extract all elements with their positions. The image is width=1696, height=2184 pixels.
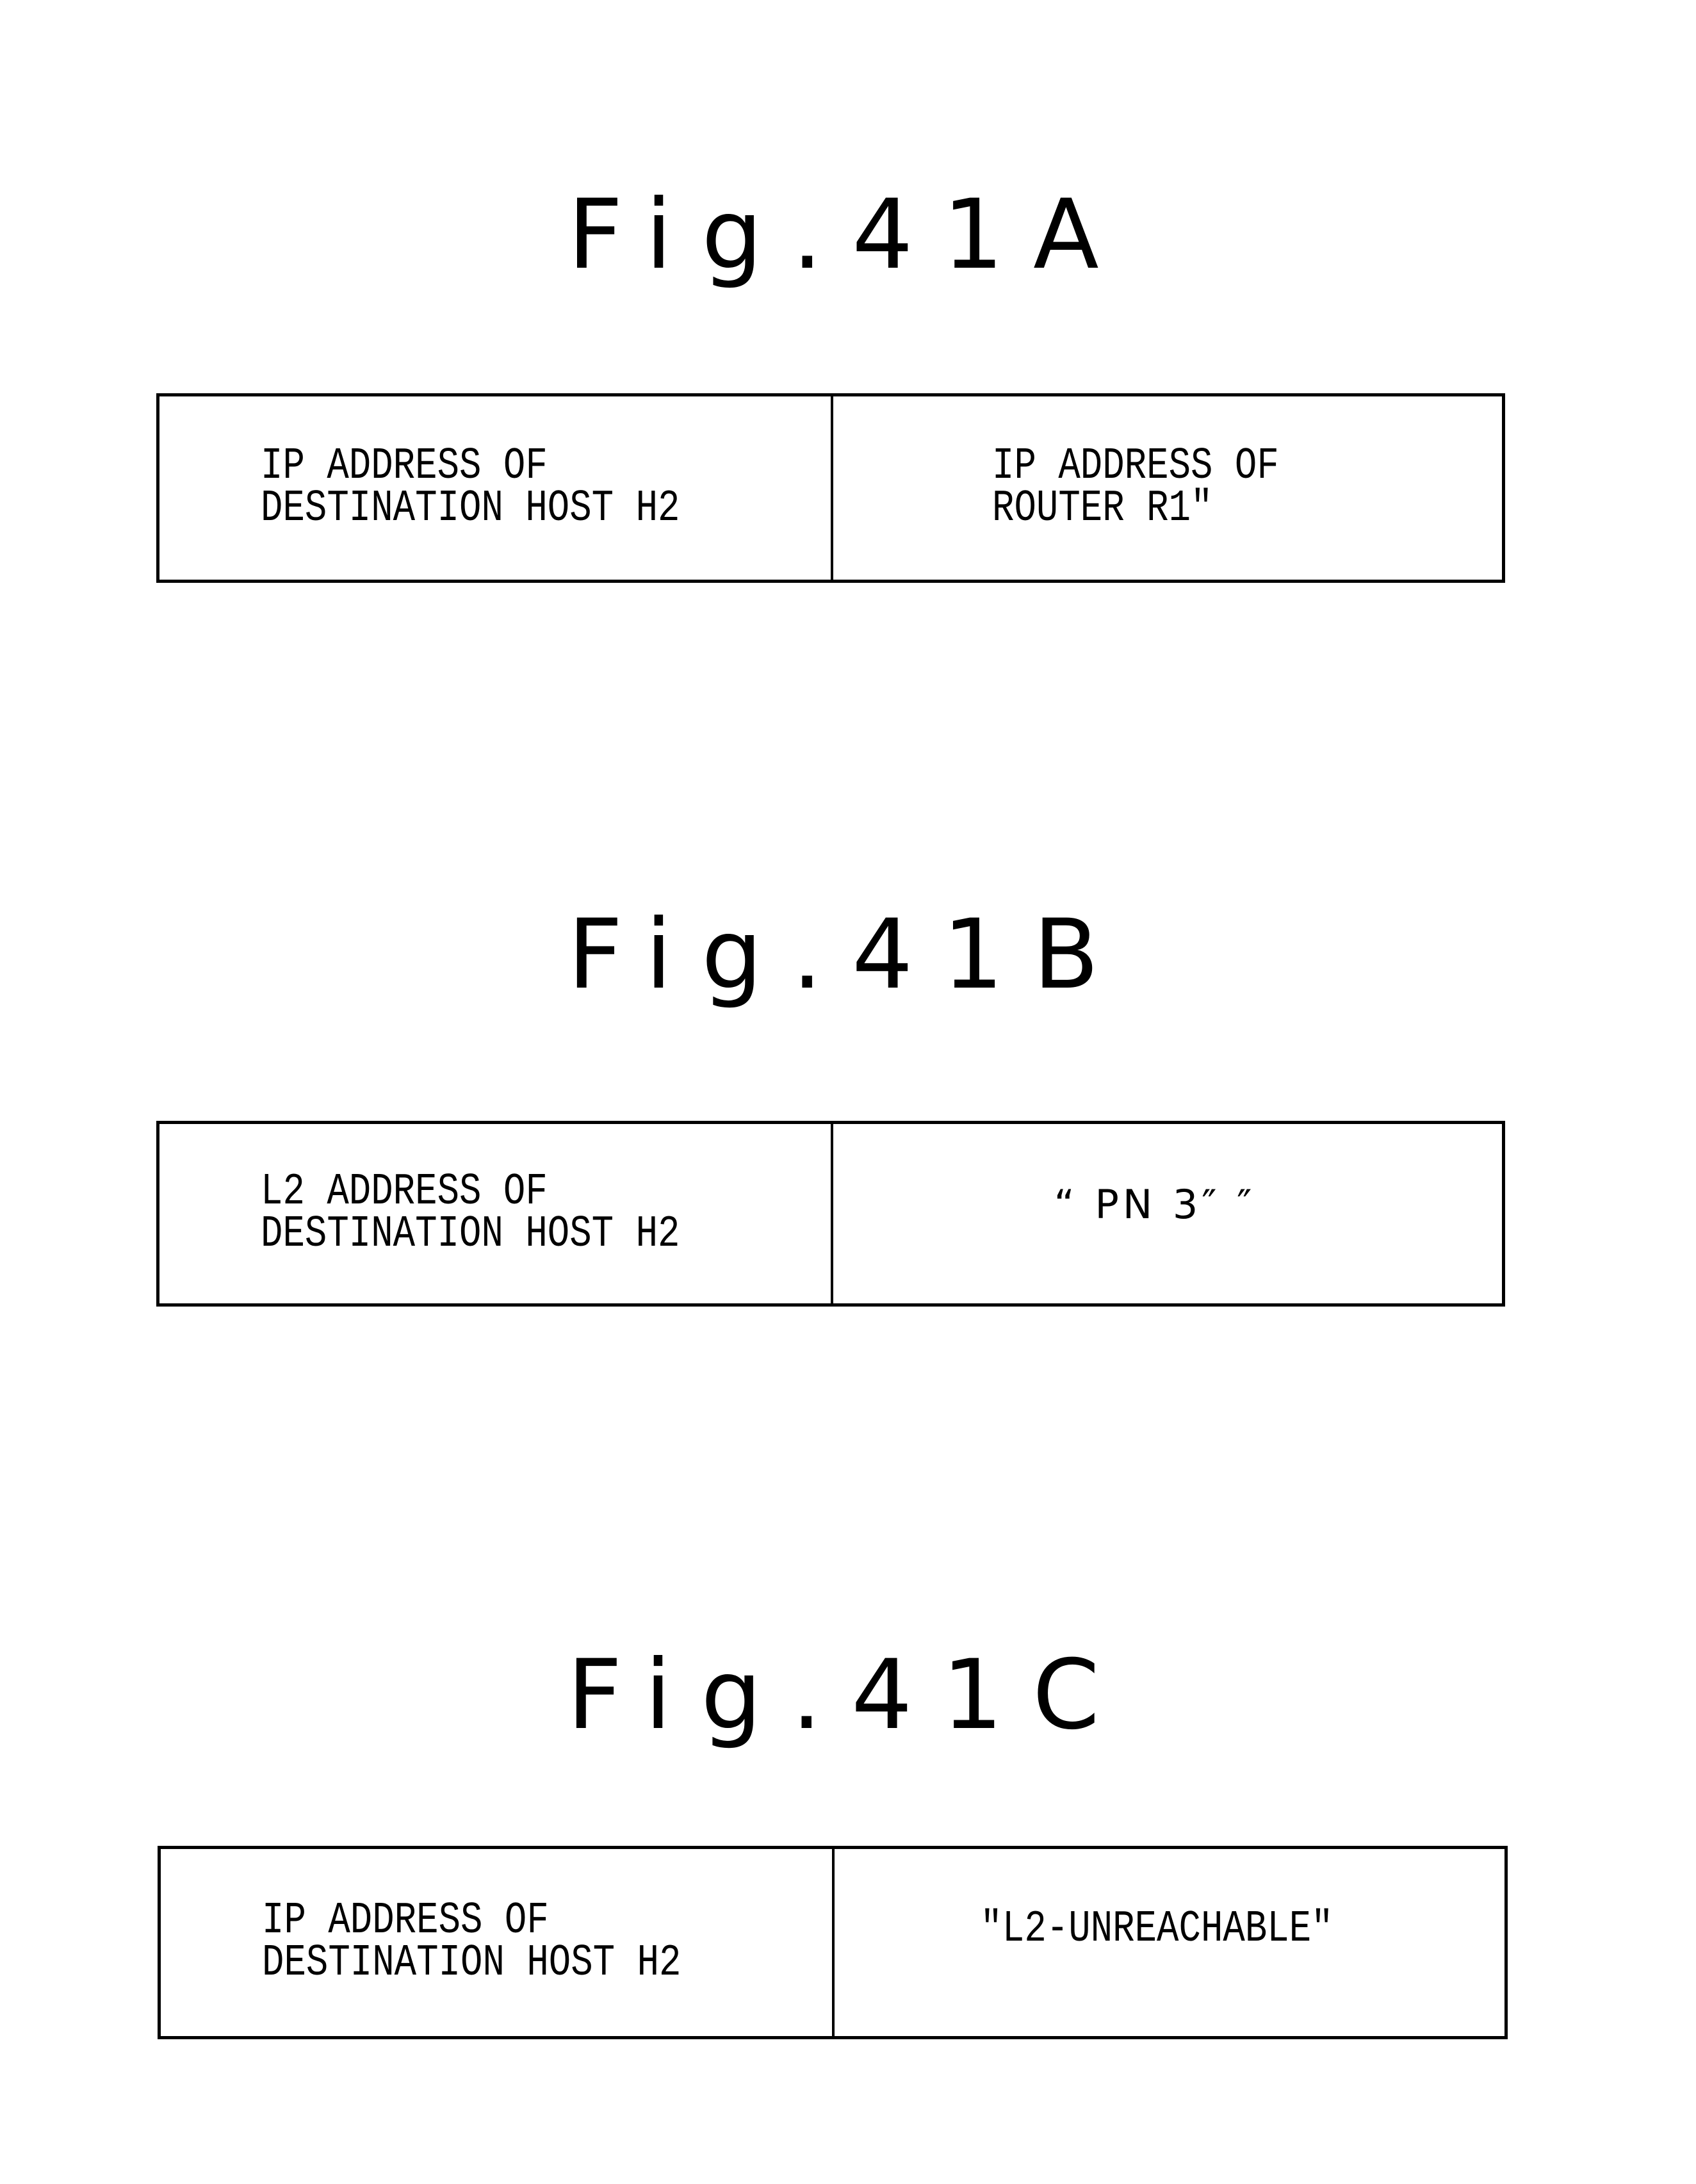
figure-title-41b: Fig.41B bbox=[567, 899, 1129, 1011]
table-41a-right-line1: IP ADDRESS OF bbox=[992, 441, 1279, 492]
table-41a-right-text: IP ADDRESS OF ROUTER R1″ bbox=[992, 444, 1279, 534]
table-41b-right-cell: “ PN 3″ ″ bbox=[833, 1124, 1502, 1303]
table-41a-right-line2: ROUTER R1″ bbox=[992, 484, 1213, 534]
table-41b-left-text: L2 ADDRESS OF DESTINATION HOST H2 bbox=[261, 1169, 680, 1260]
table-41c-left-line2: DESTINATION HOST H2 bbox=[262, 1938, 681, 1989]
table-41b-left-line1: L2 ADDRESS OF bbox=[261, 1166, 548, 1218]
table-41b-right-text: “ PN 3″ ″ bbox=[1054, 1180, 1256, 1228]
table-41c-left-text: IP ADDRESS OF DESTINATION HOST H2 bbox=[262, 1898, 681, 1986]
table-41c-right-text: "L2-UNREACHABLE" bbox=[980, 1903, 1333, 1955]
table-41b-left-line2: DESTINATION HOST H2 bbox=[261, 1209, 680, 1260]
table-41a-left-text: IP ADDRESS OF DESTINATION HOST H2 bbox=[261, 444, 680, 534]
table-41a-left-cell: IP ADDRESS OF DESTINATION HOST H2 bbox=[159, 396, 833, 580]
table-41c: IP ADDRESS OF DESTINATION HOST H2 "L2-UN… bbox=[158, 1846, 1508, 2039]
table-41c-left-cell: IP ADDRESS OF DESTINATION HOST H2 bbox=[161, 1849, 835, 2036]
table-41a: IP ADDRESS OF DESTINATION HOST H2 IP ADD… bbox=[156, 393, 1505, 583]
table-41c-right-cell: "L2-UNREACHABLE" bbox=[835, 1849, 1504, 2036]
table-41a-left-line2: DESTINATION HOST H2 bbox=[261, 484, 680, 534]
table-41b: L2 ADDRESS OF DESTINATION HOST H2 “ PN 3… bbox=[156, 1121, 1505, 1307]
table-41b-left-cell: L2 ADDRESS OF DESTINATION HOST H2 bbox=[159, 1124, 833, 1303]
table-41a-left-line1: IP ADDRESS OF bbox=[261, 441, 548, 492]
figure-title-41c: Fig.41C bbox=[567, 1640, 1129, 1751]
table-41c-left-line1: IP ADDRESS OF bbox=[262, 1895, 549, 1946]
table-41a-right-cell: IP ADDRESS OF ROUTER R1″ bbox=[833, 396, 1502, 580]
figure-title-41a: Fig.41A bbox=[567, 179, 1129, 291]
